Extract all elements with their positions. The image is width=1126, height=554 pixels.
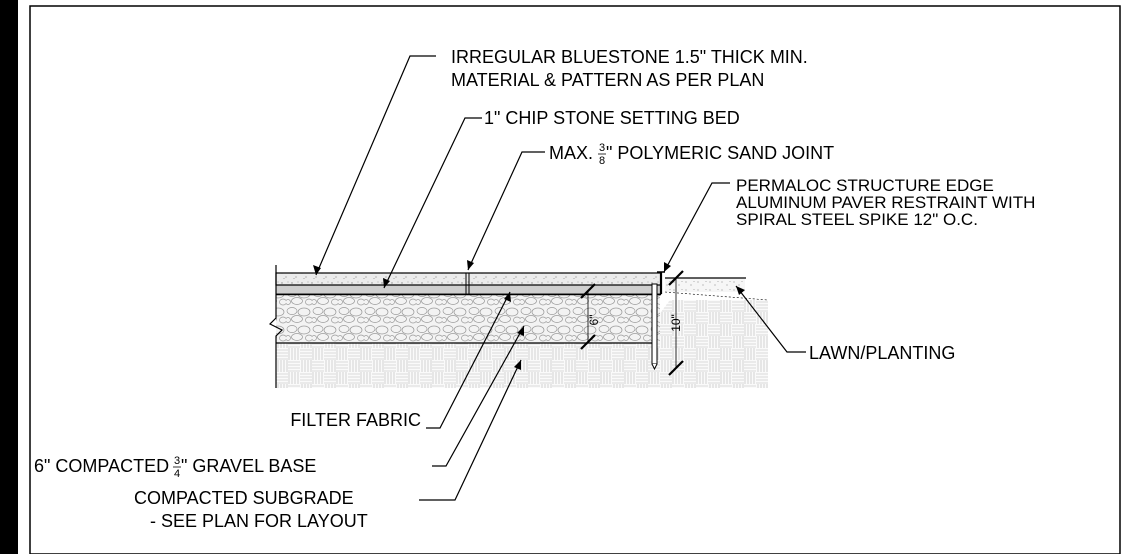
label-gravel-suffix: " GRAVEL BASE bbox=[181, 456, 316, 476]
label-bluestone-line1: IRREGULAR BLUESTONE 1.5" THICK MIN. bbox=[451, 47, 808, 67]
leader-filter-fabric-arrow bbox=[504, 292, 511, 302]
leader-edge-arrow bbox=[664, 262, 671, 272]
dim-10-tick-bottom bbox=[668, 360, 684, 376]
pavement-section: 6" 10" bbox=[268, 265, 769, 388]
callout-labels: IRREGULAR BLUESTONE 1.5" THICK MIN. MATE… bbox=[34, 47, 1035, 531]
leader-sand-joint bbox=[467, 151, 545, 271]
label-subgrade-line1: COMPACTED SUBGRADE bbox=[134, 488, 354, 508]
leader-sand-joint-arrow bbox=[467, 260, 474, 270]
label-bluestone-line2: MATERIAL & PATTERN AS PER PLAN bbox=[451, 70, 764, 90]
dim-6-text: 6" bbox=[587, 315, 601, 326]
label-lawn: LAWN/PLANTING bbox=[809, 343, 955, 363]
leader-chip-stone-arrow bbox=[383, 278, 390, 288]
leader-bluestone-arrow bbox=[313, 265, 321, 275]
label-gravel-fraction-num: 3 bbox=[174, 455, 180, 467]
label-edge-line1: PERMALOC STRUCTURE EDGE bbox=[736, 176, 994, 195]
label-edge-line2: ALUMINUM PAVER RESTRAINT WITH bbox=[736, 193, 1035, 212]
label-edge-line3: SPIRAL STEEL SPIKE 12" O.C. bbox=[736, 210, 978, 229]
lawn-transition bbox=[664, 291, 769, 301]
label-gravel-prefix: 6" COMPACTED bbox=[34, 456, 169, 476]
leader-subgrade bbox=[419, 359, 522, 501]
drawing-frame bbox=[29, 5, 1121, 554]
leader-lawn bbox=[735, 285, 806, 353]
label-chip-stone: 1" CHIP STONE SETTING BED bbox=[484, 108, 740, 128]
label-filter-fabric: FILTER FABRIC bbox=[290, 410, 421, 430]
leader-gravel-arrow bbox=[517, 326, 524, 336]
leader-lawn-arrow bbox=[736, 286, 745, 295]
label-sand-joint-fraction-den: 8 bbox=[599, 155, 605, 167]
left-border-strip bbox=[0, 0, 18, 554]
leader-subgrade-arrow bbox=[514, 360, 521, 370]
label-sand-joint-fraction-num: 3 bbox=[599, 142, 605, 154]
spike-tip bbox=[651, 363, 658, 371]
dim-6-tick-top bbox=[580, 283, 596, 299]
lawn-soil bbox=[665, 278, 745, 292]
dim-6-tick-bottom bbox=[580, 334, 596, 350]
label-subgrade-line2: - SEE PLAN FOR LAYOUT bbox=[150, 511, 368, 531]
leader-edge bbox=[663, 182, 730, 273]
dim-10-text: 10" bbox=[669, 314, 683, 332]
leader-chip-stone bbox=[383, 117, 482, 289]
label-sand-joint-prefix: MAX. bbox=[549, 143, 593, 163]
leader-filter-fabric bbox=[426, 291, 511, 429]
sand-joint bbox=[465, 273, 470, 294]
label-sand-joint-suffix: " POLYMERIC SAND JOINT bbox=[606, 143, 834, 163]
label-gravel-fraction-den: 4 bbox=[174, 468, 180, 480]
dim-10-tick-top bbox=[668, 270, 684, 286]
left-break-line bbox=[268, 265, 284, 388]
leader-lines bbox=[313, 55, 806, 501]
subgrade-layer bbox=[276, 300, 768, 388]
leader-bluestone bbox=[315, 55, 436, 276]
gravel-base-layer bbox=[276, 294, 660, 343]
leader-gravel bbox=[432, 325, 525, 467]
steel-spike bbox=[651, 283, 658, 365]
